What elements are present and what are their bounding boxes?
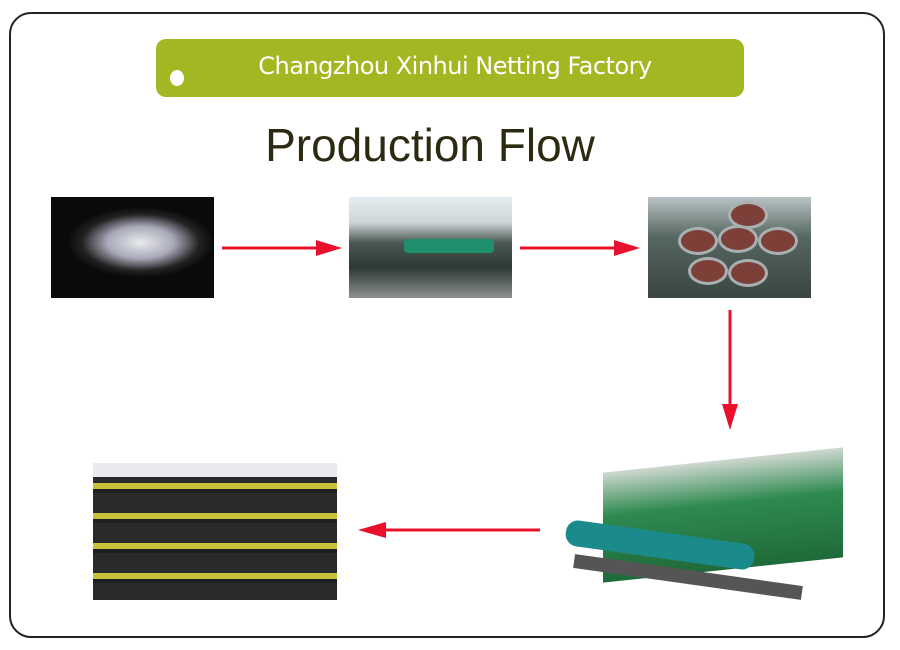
finished-net-rolls-photo — [93, 463, 337, 600]
arrow-right-icon — [222, 238, 342, 258]
extrusion-line-photo — [349, 197, 512, 298]
company-name: Changzhou Xinhui Netting Factory — [258, 52, 652, 80]
company-banner: Changzhou Xinhui Netting Factory — [156, 39, 744, 97]
knitting-machine-photo — [543, 430, 866, 623]
page-title: Production Flow — [265, 119, 595, 171]
bullet-dot-icon — [170, 70, 184, 86]
page-frame — [9, 12, 885, 638]
arrow-down-icon — [720, 310, 740, 430]
arrow-left-icon — [358, 520, 540, 540]
arrow-right-icon — [520, 238, 640, 258]
plastic-granules-photo — [51, 197, 214, 298]
yarn-winding-photo — [648, 197, 811, 298]
